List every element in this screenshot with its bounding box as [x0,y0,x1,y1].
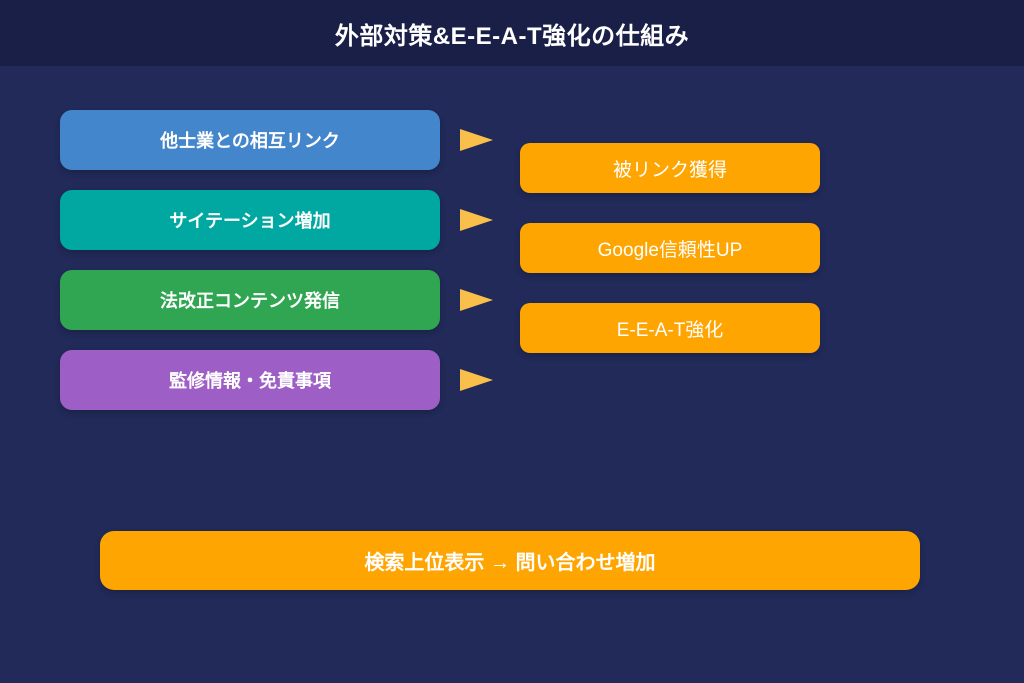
result-banner: 検索上位表示 → 問い合わせ増加 [100,531,920,590]
result-banner-label: 検索上位表示 → 問い合わせ増加 [364,552,656,574]
header-bar: 外部対策&E-E-A-T強化の仕組み [0,0,1024,66]
arrow-right-icon [460,289,493,311]
box-eeat-strengthening: E-E-A-T強化 [520,303,820,353]
box-google-trust-up: Google信頼性UP [520,223,820,273]
box-backlink-acquisition: 被リンク獲得 [520,143,820,193]
box-backlink-acquisition-label: 被リンク獲得 [612,159,727,181]
box-supervision-disclaimer-label: 監修情報・免責事項 [169,371,331,391]
arrow-right-icon [460,129,493,151]
box-supervision-disclaimer: 監修情報・免責事項 [60,350,440,410]
box-mutual-links: 他士業との相互リンク [60,110,440,170]
box-mutual-links-label: 他士業との相互リンク [160,131,340,151]
box-legal-content-label: 法改正コンテンツ発信 [160,291,340,311]
box-citation-increase-label: サイテーション増加 [169,211,331,231]
box-eeat-strengthening-label: E-E-A-T強化 [616,319,724,341]
page-title: 外部対策&E-E-A-T強化の仕組み [334,22,690,50]
box-google-trust-up-label: Google信頼性UP [597,239,743,261]
arrow-right-icon [460,209,493,231]
box-citation-increase: サイテーション増加 [60,190,440,250]
arrow-right-icon [460,369,493,391]
box-legal-content: 法改正コンテンツ発信 [60,270,440,330]
